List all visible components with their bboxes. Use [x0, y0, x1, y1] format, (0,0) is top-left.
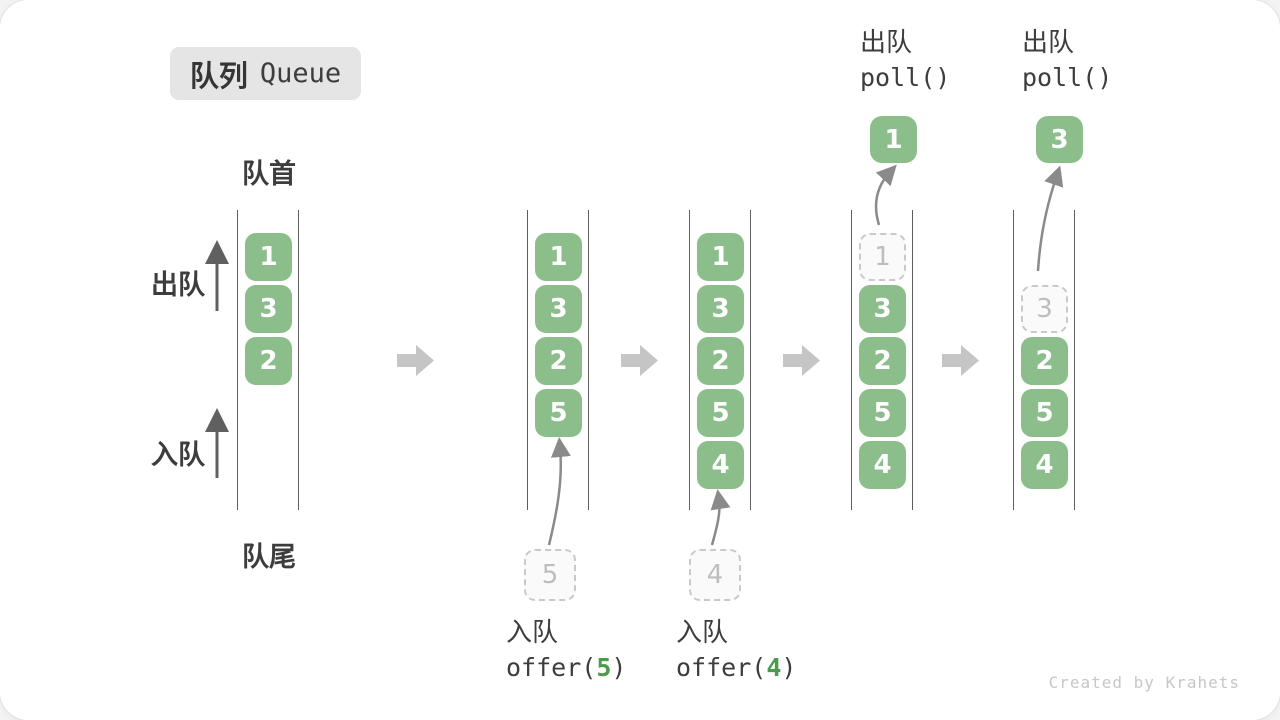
queue-column-initial: 1 3 2: [237, 210, 299, 510]
queue-item: 1: [535, 233, 582, 281]
queue-item: 5: [535, 389, 582, 437]
transition-arrow-icon: [942, 345, 979, 376]
operation-poll-2: 出队 poll(): [1022, 26, 1112, 96]
queue-item: 3: [697, 285, 744, 333]
operation-offer5: 入队 offer(5): [506, 616, 626, 686]
staged-item-5: 5: [524, 549, 576, 601]
queue-item: 2: [1021, 337, 1068, 385]
operation-zh-label: 出队: [1022, 28, 1075, 58]
operation-arg: 5: [596, 653, 612, 682]
popped-item-3: 3: [1036, 116, 1083, 163]
queue-item: 1: [697, 233, 744, 281]
queue-item: 5: [1021, 389, 1068, 437]
dequeue-direction-label: 出队: [151, 270, 205, 301]
queue-item: 3: [535, 285, 582, 333]
transition-arrow-icon: [621, 345, 658, 376]
operation-arg: 4: [766, 653, 782, 682]
title-zh: 队列: [189, 58, 248, 93]
enqueue-direction-label: 入队: [151, 440, 205, 471]
queue-column-after-offer5: 1 3 2 5: [527, 210, 589, 510]
queue-item-removed: 3: [1021, 285, 1068, 333]
queue-front-label: 队首: [242, 159, 296, 190]
operation-code-label: offer(4): [676, 653, 797, 682]
watermark-credit: Created by Krahets: [1048, 673, 1240, 692]
queue-item: 2: [535, 337, 582, 385]
operation-code-label: poll(): [860, 63, 951, 92]
queue-column-after-poll3: 3 2 5 4: [1013, 210, 1075, 510]
queue-column-after-offer4: 1 3 2 5 4: [689, 210, 751, 510]
queue-item: 2: [245, 337, 292, 385]
transition-arrow-icon: [783, 345, 820, 376]
staged-item-4: 4: [689, 549, 741, 601]
queue-item: 3: [859, 285, 906, 333]
operation-zh-label: 入队: [506, 618, 559, 648]
operation-code-label: poll(): [1022, 63, 1113, 92]
operation-offer4: 入队 offer(4): [676, 616, 796, 686]
operation-poll-1: 出队 poll(): [860, 26, 950, 96]
queue-item: 4: [859, 441, 906, 489]
queue-item: 5: [697, 389, 744, 437]
queue-rear-label: 队尾: [242, 542, 296, 573]
transition-arrow-icon: [397, 345, 434, 376]
queue-item: 2: [697, 337, 744, 385]
operation-zh-label: 出队: [860, 28, 913, 58]
queue-column-after-poll1: 1 3 2 5 4: [851, 210, 913, 510]
title-en: Queue: [259, 58, 342, 89]
queue-item-removed: 1: [859, 233, 906, 281]
queue-item: 2: [859, 337, 906, 385]
queue-item: 4: [697, 441, 744, 489]
queue-item: 4: [1021, 441, 1068, 489]
queue-item: 5: [859, 389, 906, 437]
title-badge: 队列 Queue: [170, 47, 361, 100]
queue-item: 3: [245, 285, 292, 333]
operation-code-label: offer(5): [506, 653, 627, 682]
operation-zh-label: 入队: [676, 618, 729, 648]
queue-item: 1: [245, 233, 292, 281]
popped-item-1: 1: [870, 116, 917, 163]
